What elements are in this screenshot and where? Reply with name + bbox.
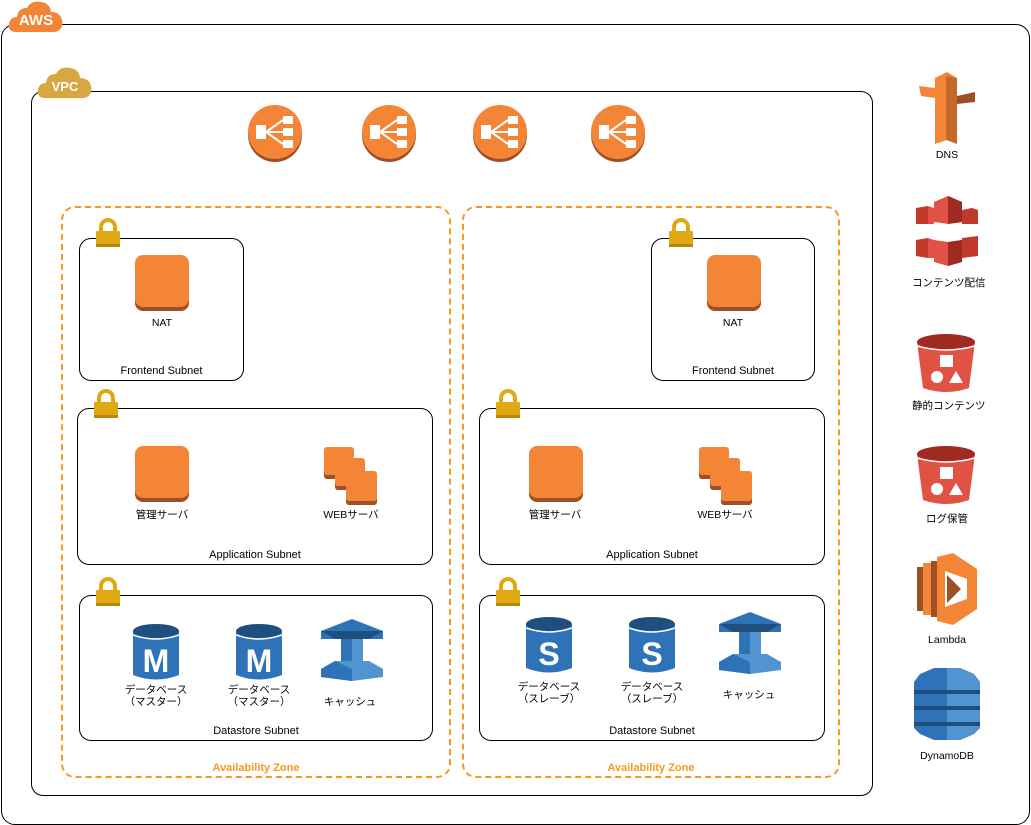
- availability-zone-label: Availability Zone: [212, 762, 300, 774]
- database-label: データベース（スレーブ）: [509, 681, 589, 705]
- elasticache-icon: [719, 612, 781, 674]
- elastic-load-balancer-icon: [472, 104, 528, 162]
- database-label-line1: データベース: [227, 684, 291, 696]
- admin-server-label: 管理サーバ: [528, 509, 582, 521]
- elastic-load-balancer-icon: [590, 104, 646, 162]
- rds-database-icon: M: [236, 624, 282, 682]
- database-label-line2: （スレーブ）: [517, 693, 581, 705]
- subnet-label: Application Subnet: [209, 549, 301, 561]
- vpc-cloud-icon: VPC: [37, 66, 93, 100]
- lock-icon: [495, 577, 521, 607]
- db-role-glyph: S: [641, 636, 662, 672]
- elasticache-icon: [321, 619, 383, 681]
- subnet-label: Application Subnet: [606, 549, 698, 561]
- web-server-group-icon: [699, 447, 753, 505]
- subnet-label: Frontend Subnet: [120, 365, 203, 377]
- log-storage-label: ログ保管: [926, 513, 968, 525]
- s3-bucket-icon: [917, 446, 975, 506]
- nat-instance-icon: [135, 255, 189, 311]
- lambda-icon: [917, 553, 977, 625]
- cache-label: キャッシュ: [323, 696, 377, 708]
- lock-icon: [93, 389, 119, 419]
- static-content-label: 静的コンテンツ: [912, 400, 986, 412]
- database-label-line2: （スレーブ）: [620, 693, 684, 705]
- vpc-label: VPC: [51, 79, 79, 94]
- rds-database-icon: S: [629, 617, 675, 675]
- database-label-line2: （マスター）: [124, 696, 188, 708]
- dns-label: DNS: [935, 149, 959, 161]
- db-role-glyph: S: [538, 636, 559, 672]
- lambda-label: Lambda: [928, 634, 966, 646]
- aws-cloud-icon: AWS: [8, 0, 64, 34]
- lock-icon: [495, 389, 521, 419]
- web-server-label: WEBサーバ: [697, 509, 753, 521]
- vpc-container: [31, 91, 873, 796]
- database-label-line1: データベース: [620, 681, 684, 693]
- lock-icon: [95, 577, 121, 607]
- db-role-glyph: M: [246, 643, 273, 679]
- elastic-load-balancer-icon: [247, 104, 303, 162]
- database-label-line1: データベース: [517, 681, 581, 693]
- nat-label: NAT: [722, 317, 744, 329]
- lock-icon: [668, 218, 694, 248]
- application-subnet-az1: Application Subnet: [77, 408, 433, 565]
- elastic-load-balancer-icon: [361, 104, 417, 162]
- admin-server-icon: [135, 446, 189, 502]
- availability-zone-2: Availability Zone: [462, 206, 840, 778]
- rds-database-icon: S: [526, 617, 572, 675]
- database-label-line1: データベース: [124, 684, 188, 696]
- database-label: データベース（マスター）: [219, 684, 299, 708]
- admin-server-icon: [529, 446, 583, 502]
- nat-instance-icon: [707, 255, 761, 311]
- database-label-line2: （マスター）: [227, 696, 291, 708]
- rds-database-icon: M: [133, 624, 179, 682]
- web-server-label: WEBサーバ: [323, 509, 379, 521]
- aws-label: AWS: [18, 12, 54, 29]
- s3-bucket-icon: [917, 334, 975, 394]
- subnet-label: Frontend Subnet: [692, 365, 774, 377]
- admin-server-label: 管理サーバ: [135, 509, 189, 521]
- subnet-label: Datastore Subnet: [609, 725, 695, 737]
- dynamodb-icon: [914, 668, 980, 740]
- db-role-glyph: M: [143, 643, 170, 679]
- database-label: データベース（マスター）: [116, 684, 196, 708]
- web-server-group-icon: [324, 447, 378, 505]
- cloudfront-icon: [916, 196, 978, 266]
- nat-label: NAT: [151, 317, 173, 329]
- lock-icon: [95, 218, 121, 248]
- availability-zone-1: Availability Zone: [61, 206, 451, 778]
- dynamodb-label: DynamoDB: [920, 750, 974, 762]
- cdn-label: コンテンツ配信: [912, 277, 986, 289]
- route53-icon: [917, 72, 977, 144]
- subnet-label: Datastore Subnet: [213, 725, 299, 737]
- availability-zone-label: Availability Zone: [607, 762, 695, 774]
- database-label: データベース（スレーブ）: [612, 681, 692, 705]
- cache-label: キャッシュ: [722, 689, 776, 701]
